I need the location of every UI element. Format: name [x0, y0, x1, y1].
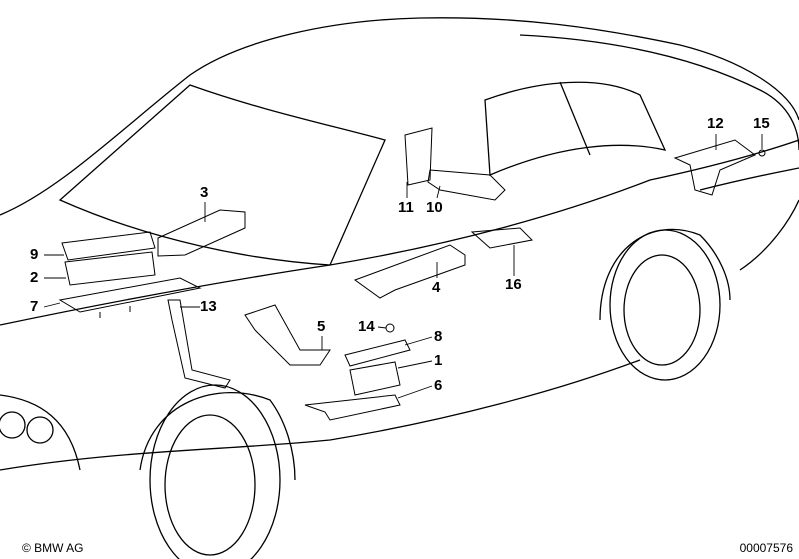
rear-wheel: [609, 229, 721, 381]
callout-11[interactable]: 11: [398, 199, 414, 216]
part-11: [404, 127, 433, 186]
callout-8[interactable]: 8: [434, 328, 443, 345]
callout-7[interactable]: 7: [30, 298, 39, 315]
callout-5[interactable]: 5: [317, 318, 326, 335]
part-8: [344, 339, 411, 367]
rear-wheel-rim: [623, 254, 701, 366]
copyright-text: © BMW AG: [22, 541, 84, 555]
callout-6[interactable]: 6: [434, 377, 443, 394]
car-rear-deck: [519, 34, 799, 151]
part-1: [349, 361, 401, 396]
car-side-windows: [484, 81, 667, 176]
front-wheel-arch: [139, 392, 296, 481]
diagram-number: 00007576: [739, 541, 793, 555]
front-wheel: [149, 384, 281, 559]
part-13: [167, 299, 231, 389]
part-5: [244, 304, 331, 366]
part-9: [61, 231, 156, 261]
part-14: [385, 323, 395, 333]
car-beltline: [0, 139, 799, 326]
callout-1[interactable]: 1: [434, 352, 443, 369]
callout-13[interactable]: 13: [200, 298, 217, 315]
part-3: [157, 209, 246, 257]
callout-16[interactable]: 16: [505, 276, 522, 293]
part-6: [304, 394, 401, 421]
callout-9[interactable]: 9: [30, 246, 39, 263]
part-12: [673, 139, 756, 196]
car-rocker-line: [0, 359, 641, 471]
front-wheel-rim: [164, 414, 256, 556]
callout-10[interactable]: 10: [426, 199, 443, 216]
parts: [58, 127, 766, 421]
headlight-right: [26, 416, 54, 444]
car-rear-bumper: [699, 167, 799, 271]
part-4: [353, 244, 466, 299]
part-10: [427, 169, 506, 201]
callout-15[interactable]: 15: [753, 115, 770, 132]
callout-12[interactable]: 12: [707, 115, 724, 132]
part-2: [64, 251, 156, 286]
car-door-line: [559, 81, 591, 156]
front-fascia: [0, 394, 81, 471]
headlight-left: [0, 411, 26, 439]
rear-wheel-arch: [599, 228, 731, 321]
callout-14[interactable]: 14: [358, 318, 375, 335]
part-16: [470, 227, 534, 249]
car-roof-outline: [0, 17, 799, 216]
part-7: [58, 277, 202, 318]
part-15: [758, 149, 766, 157]
leader-lines: [43, 134, 763, 399]
callout-3[interactable]: 3: [200, 184, 209, 201]
callout-4[interactable]: 4: [432, 279, 441, 296]
callout-2[interactable]: 2: [30, 269, 39, 286]
